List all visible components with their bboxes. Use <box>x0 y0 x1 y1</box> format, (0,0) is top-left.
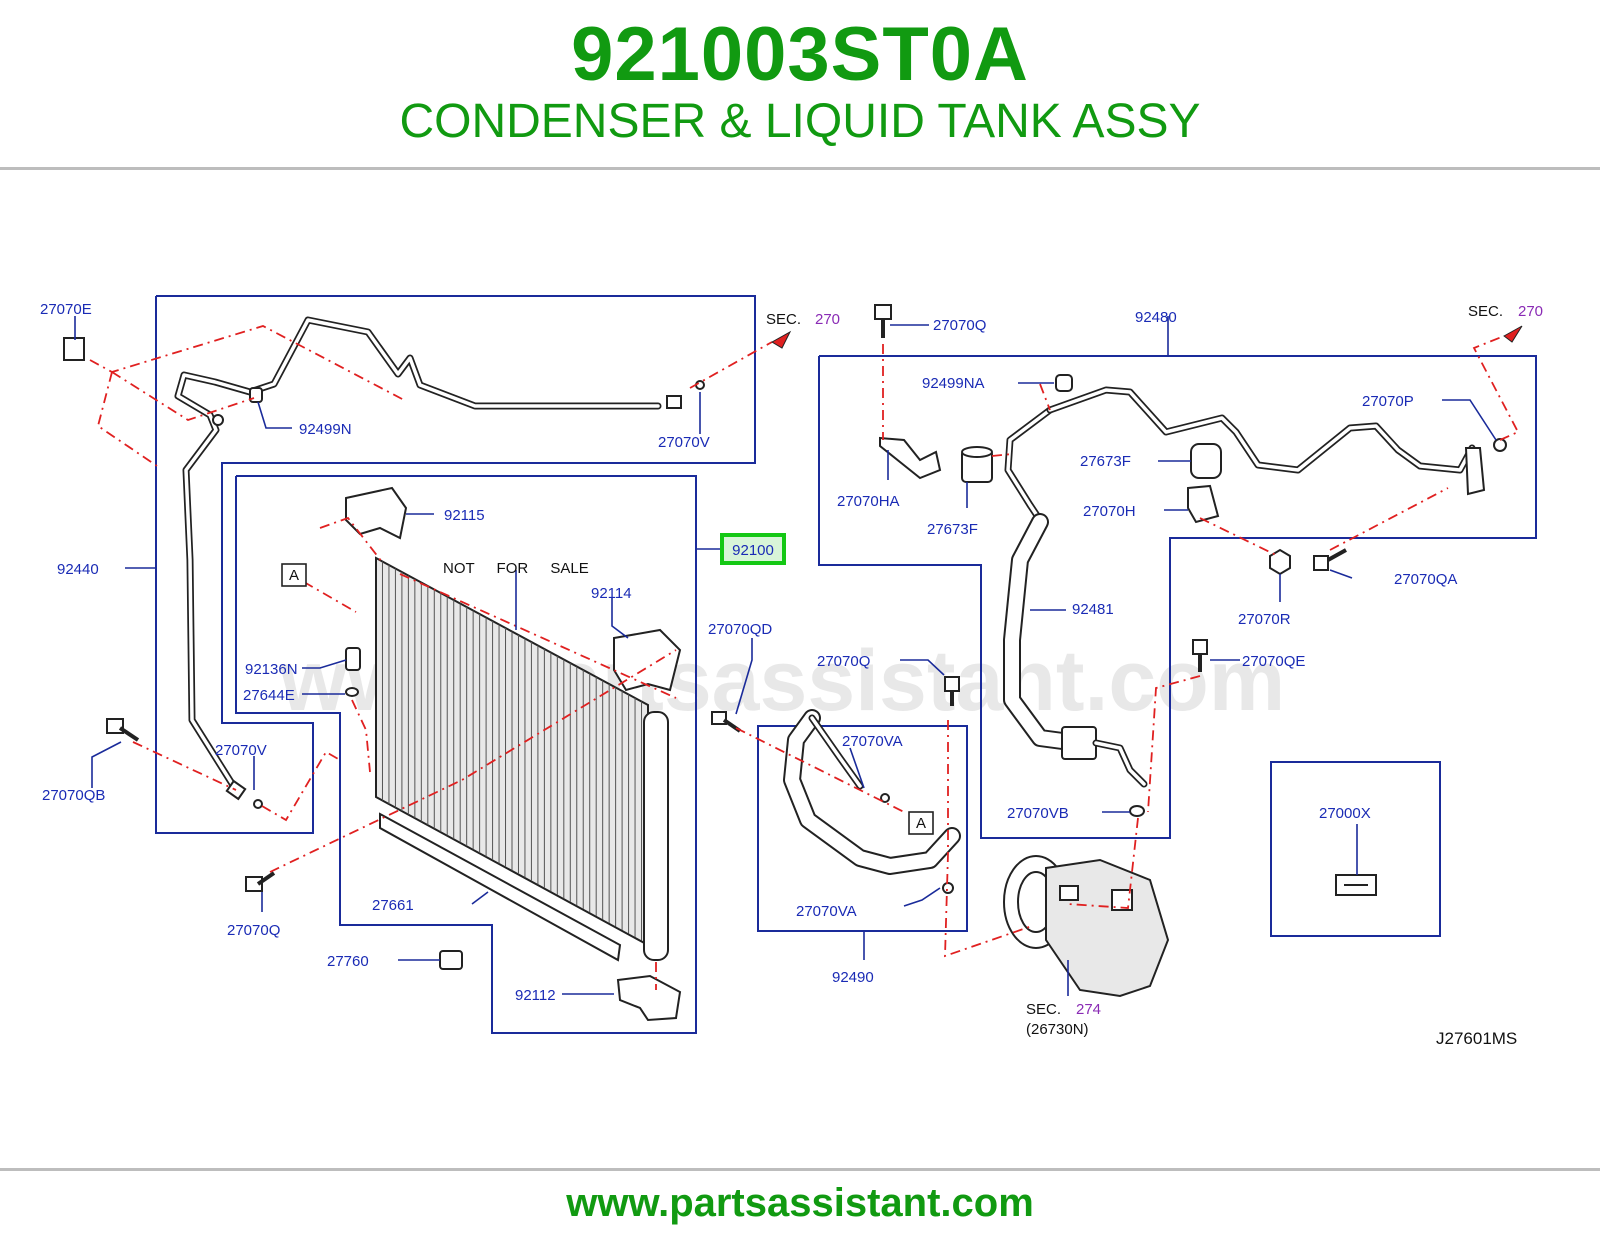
label-27070HA[interactable]: 27070HA <box>837 493 900 510</box>
compressor-icon <box>1003 855 1170 998</box>
oring-27070VB-icon <box>1129 805 1145 817</box>
label-27070QB[interactable]: 27070QB <box>42 787 105 804</box>
sec-prefix-right: SEC. <box>1468 303 1503 320</box>
part-number-title: 921003ST0A <box>571 12 1029 97</box>
group-box-92490 <box>757 725 968 932</box>
label-27070V-top[interactable]: 27070V <box>658 434 710 451</box>
liquid-tank-icon <box>643 711 669 961</box>
sec-270-right[interactable]: 270 <box>1518 303 1543 320</box>
bolt-27070QE-icon <box>1192 639 1208 672</box>
bracket-92114-icon <box>613 628 682 692</box>
cap-92499NA-icon <box>1055 374 1073 392</box>
label-27070QE[interactable]: 27070QE <box>1242 653 1305 670</box>
grommet-27673F-left-icon <box>961 446 993 483</box>
bracket-92112-icon <box>616 974 682 1022</box>
footer-divider <box>0 1168 1600 1171</box>
header-divider <box>0 167 1600 170</box>
label-92100[interactable]: 92100 <box>732 542 774 559</box>
clamp-27070HA-icon <box>879 436 942 480</box>
hose-92481 <box>1003 513 1148 788</box>
oring-27070V-top-icon <box>695 380 705 390</box>
cap-92499N-icon <box>249 387 263 403</box>
label-92490[interactable]: 92490 <box>832 969 874 986</box>
oring-27070P-icon <box>1493 438 1507 452</box>
not-for-sale-note: NOT FOR SALE <box>443 560 589 577</box>
group-box-92480 <box>818 355 1537 839</box>
sec-274-subnote: (26730N) <box>1026 1021 1089 1038</box>
bolt-27070QA-icon <box>1313 548 1347 571</box>
clamp-27070H-icon <box>1187 484 1220 524</box>
label-92440[interactable]: 92440 <box>57 561 99 578</box>
bracket-27070P-icon <box>1464 447 1486 496</box>
bolt-27070Q-top-icon <box>874 304 892 338</box>
label-27070VA-low[interactable]: 27070VA <box>796 903 857 920</box>
hose-92490 <box>783 709 961 875</box>
label-27673F-left[interactable]: 27673F <box>927 521 978 538</box>
bracket-92115-icon <box>345 486 408 540</box>
page-header: 921003ST0A CONDENSER & LIQUID TANK ASSY <box>0 0 1600 170</box>
clip-27070E-icon <box>63 337 85 361</box>
label-27070VA-top[interactable]: 27070VA <box>842 733 903 750</box>
group-box-92100 <box>235 475 697 1034</box>
label-27000X[interactable]: 27000X <box>1319 805 1371 822</box>
oring-27070V-low-icon <box>253 799 263 809</box>
connector-27760-icon <box>439 950 463 970</box>
label-92112[interactable]: 92112 <box>515 987 556 1004</box>
label-92499N[interactable]: 92499N <box>299 421 352 438</box>
seal-27661-icon <box>379 812 622 962</box>
label-27070P[interactable]: 27070P <box>1362 393 1414 410</box>
figure-code: J27601MS <box>1436 1029 1517 1048</box>
ref-a-right: A <box>916 815 926 832</box>
nut-27070R-icon <box>1269 548 1291 576</box>
sensor-92136N-icon <box>345 647 361 671</box>
bolt-27070Q-left-icon <box>245 871 276 892</box>
pipe-fitting-top <box>666 395 682 409</box>
label-27070V-low[interactable]: 27070V <box>215 742 267 759</box>
label-27070QD[interactable]: 27070QD <box>708 621 772 638</box>
sec270-arrow-left-icon <box>771 330 792 349</box>
bolt-27070QB-icon <box>106 718 140 742</box>
part-name-subtitle: CONDENSER & LIQUID TANK ASSY <box>399 95 1201 148</box>
label-27070Q-top[interactable]: 27070Q <box>933 317 986 334</box>
label-27070R[interactable]: 27070R <box>1238 611 1291 628</box>
group-box-27000X <box>1270 761 1441 937</box>
grommet-27673F-right-icon <box>1190 443 1222 479</box>
label-27070Q-mid[interactable]: 27070Q <box>817 653 870 670</box>
pipe-92440 <box>174 316 662 794</box>
label-92480[interactable]: 92480 <box>1135 309 1177 326</box>
bolt-27070Q-mid-icon <box>944 676 960 706</box>
label-27070H[interactable]: 27070H <box>1083 503 1136 520</box>
sec-274[interactable]: 274 <box>1076 1001 1101 1018</box>
oring-27070VA-top-icon <box>880 793 890 803</box>
label-92481[interactable]: 92481 <box>1072 601 1114 618</box>
label-27661[interactable]: 27661 <box>372 897 414 914</box>
ref-a-box-right <box>908 811 934 835</box>
dash-lines <box>89 325 1520 990</box>
oring-27070VA-low-icon <box>942 882 954 894</box>
label-27644E[interactable]: 27644E <box>243 687 295 704</box>
sec270-arrow-right-icon <box>1503 325 1523 343</box>
label-92136N[interactable]: 92136N <box>245 661 298 678</box>
label-27673F-right[interactable]: 27673F <box>1080 453 1131 470</box>
label-92499NA[interactable]: 92499NA <box>922 375 985 392</box>
highlight-box-92100 <box>720 533 786 565</box>
oring-27644E-icon <box>345 687 359 697</box>
sec-prefix-left: SEC. <box>766 311 801 328</box>
footer-url[interactable]: www.partsassistant.com <box>566 1181 1034 1225</box>
pipe-92480 <box>1004 386 1476 524</box>
leader-lines <box>74 316 1497 996</box>
label-92114[interactable]: 92114 <box>591 585 632 602</box>
label-92115[interactable]: 92115 <box>444 507 485 524</box>
label-27070VB[interactable]: 27070VB <box>1007 805 1069 822</box>
pipe-joint-icon <box>212 414 224 426</box>
label-27760[interactable]: 27760 <box>327 953 369 970</box>
ref-a-left: A <box>289 567 299 584</box>
label-27070Q-left[interactable]: 27070Q <box>227 922 280 939</box>
ref-a-box-left <box>281 563 307 587</box>
sec-prefix-compressor: SEC. <box>1026 1001 1061 1018</box>
label-27070E[interactable]: 27070E <box>40 301 92 318</box>
label-27070QA[interactable]: 27070QA <box>1394 571 1457 588</box>
sec-270-left[interactable]: 270 <box>815 311 840 328</box>
